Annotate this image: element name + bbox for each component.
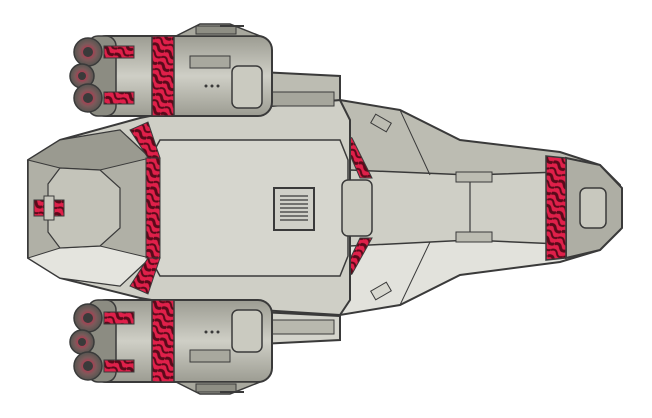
vent-grille: [273, 187, 315, 231]
nose-section: [338, 98, 623, 317]
thruster-nozzles-bottom: [69, 299, 135, 383]
main-hull: [26, 98, 373, 317]
thruster-nozzles-top: [69, 35, 135, 117]
engine-pod-top: [69, 23, 341, 117]
engine-pod-bottom: [69, 299, 341, 395]
